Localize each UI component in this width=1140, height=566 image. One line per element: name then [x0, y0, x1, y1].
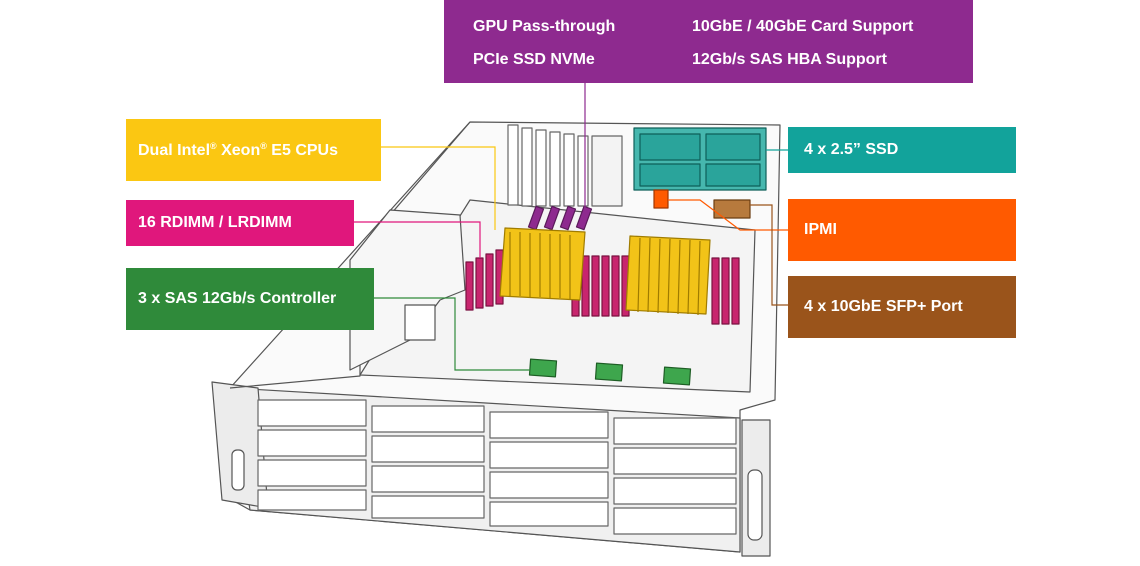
label-ipmi: IPMI: [788, 199, 1016, 261]
leader-lines: [354, 83, 788, 371]
label-sas-controller: 3 x SAS 12Gb/s Controller: [126, 268, 374, 330]
feature-10gbe-40gbe: 10GbE / 40GbE Card Support: [692, 18, 914, 35]
leader-sfp: [750, 204, 788, 306]
feature-gpu-pass-through: GPU Pass-through: [473, 18, 616, 35]
drive-bays: [257, 399, 737, 535]
pcie-slot-connectors: [527, 205, 593, 231]
dimm-group-right: [711, 257, 740, 325]
sfp-module: [713, 199, 751, 219]
label-cpu: Dual Intel® Xeon® E5 CPUs: [126, 119, 381, 181]
fan-module: [404, 304, 436, 341]
sas-controller-chips: [528, 358, 692, 386]
label-ssd: 4 x 2.5” SSD: [788, 127, 1016, 173]
leader-ipmi: [668, 199, 788, 231]
right-ear-handle: [747, 469, 763, 541]
cpu-heatsink-left: [499, 227, 586, 301]
expansion-features-box: GPU Pass-through 10GbE / 40GbE Card Supp…: [444, 0, 973, 83]
pcie-brackets: [507, 124, 623, 207]
leader-cpu: [381, 146, 496, 230]
ipmi-chip: [653, 189, 669, 209]
leader-memory: [354, 221, 481, 258]
cpu-heatsink-right: [625, 235, 711, 316]
ssd-cage: [633, 127, 767, 191]
label-memory: 16 RDIMM / LRDIMM: [126, 200, 354, 246]
label-sfp-port: 4 x 10GbE SFP+ Port: [788, 276, 1016, 338]
leader-controller: [374, 297, 530, 371]
feature-sas-hba: 12Gb/s SAS HBA Support: [692, 51, 887, 68]
left-ear-handle: [231, 449, 245, 491]
feature-pcie-ssd-nvme: PCIe SSD NVMe: [473, 51, 595, 68]
